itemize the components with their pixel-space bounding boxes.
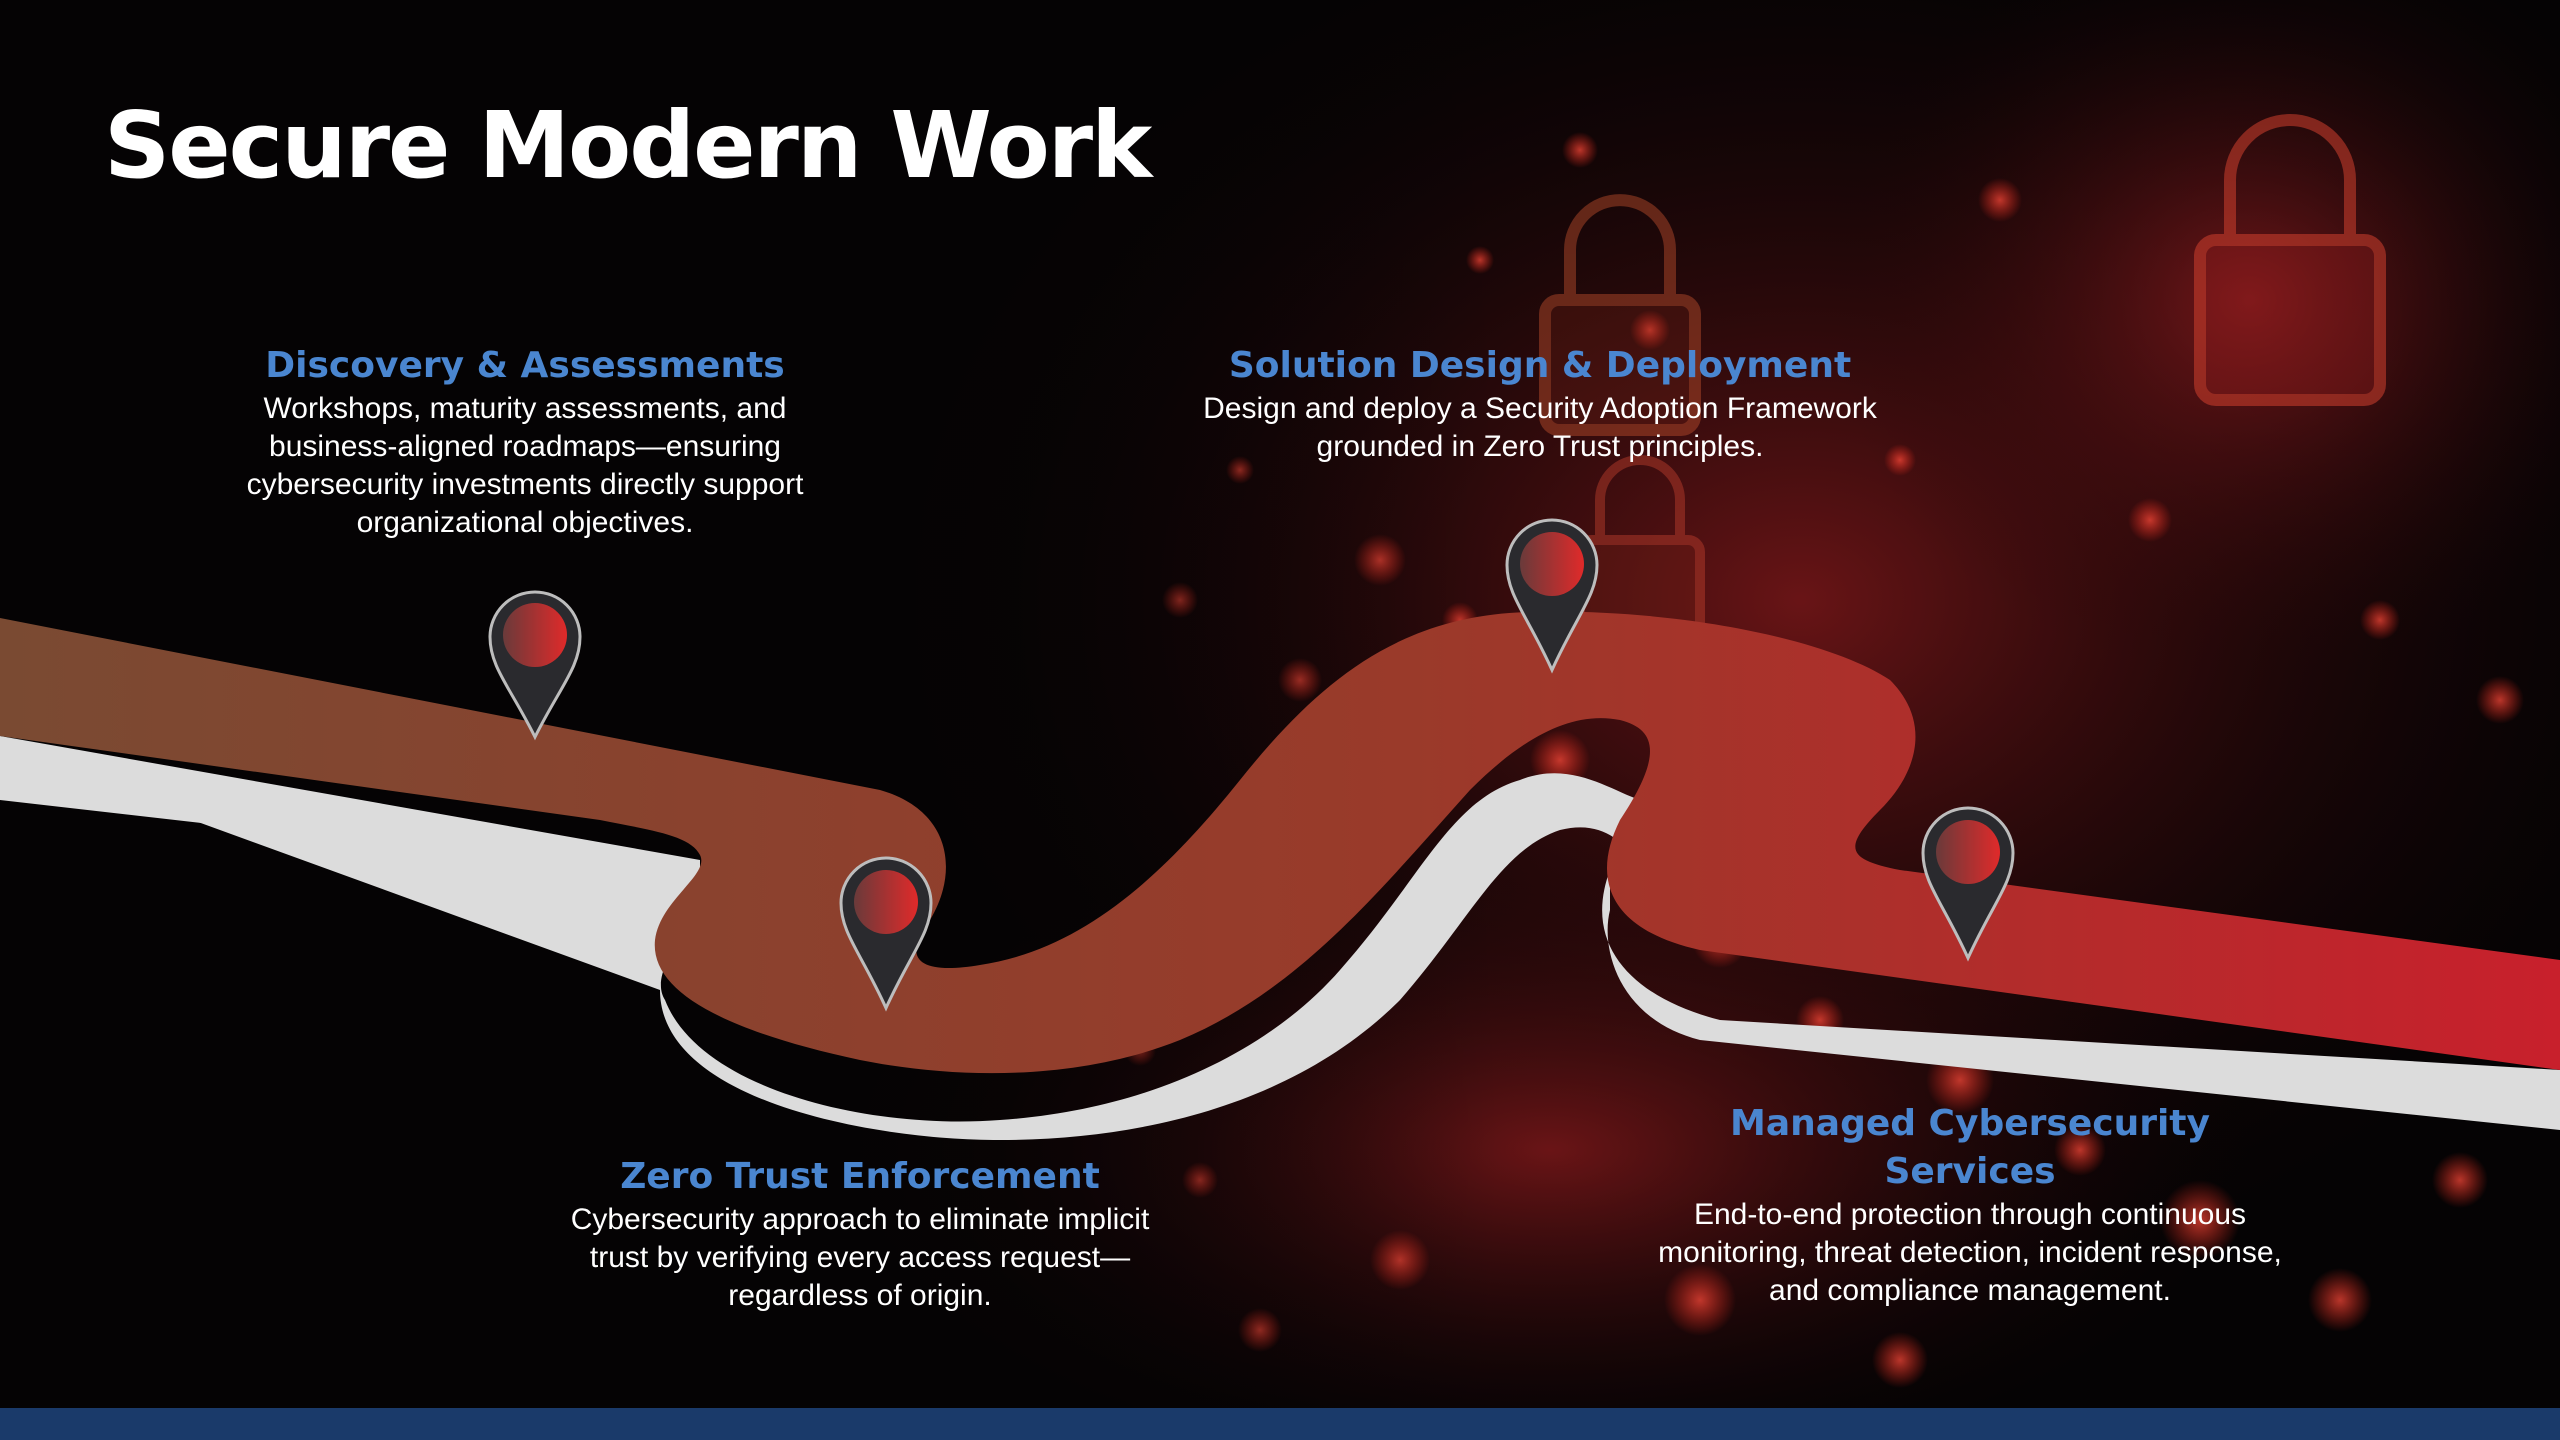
map-pin-icon <box>488 590 582 741</box>
step-title: Solution Design & Deployment <box>1228 345 1852 386</box>
roadmap-step-zero-trust: Zero Trust Enforcement Cybersecurity app… <box>560 1153 1160 1315</box>
map-pin-icon <box>1921 806 2015 962</box>
roadmap-step-solution-design: Solution Design & Deployment Design and … <box>1200 342 1880 466</box>
padlock-icon <box>1539 194 1701 436</box>
step-title: Managed Cybersecurity Services <box>1730 1103 2210 1192</box>
step-description: Design and deploy a Security Adoption Fr… <box>1203 392 1877 463</box>
road-surface <box>0 611 2560 1074</box>
page-title: Secure Modern Work <box>104 92 1152 199</box>
map-pin-icon <box>839 856 933 1012</box>
roadmap-step-managed-services: Managed Cybersecurity Services End-to-en… <box>1640 1100 2300 1310</box>
road-edge <box>1602 870 2560 1130</box>
step-description: End-to-end protection through continuous… <box>1658 1198 2282 1307</box>
padlock-icon <box>2194 114 2386 406</box>
step-description: Cybersecurity approach to eliminate impl… <box>570 1203 1150 1312</box>
road-edge <box>0 736 700 880</box>
road-edge <box>0 750 1640 1140</box>
step-title: Discovery & Assessments <box>265 345 785 386</box>
map-pin-icon <box>1505 518 1599 674</box>
footer-bar <box>0 1408 2560 1440</box>
step-title: Zero Trust Enforcement <box>620 1156 1100 1197</box>
roadmap-step-discovery: Discovery & Assessments Workshops, matur… <box>210 342 840 542</box>
step-description: Workshops, maturity assessments, and bus… <box>246 392 804 539</box>
